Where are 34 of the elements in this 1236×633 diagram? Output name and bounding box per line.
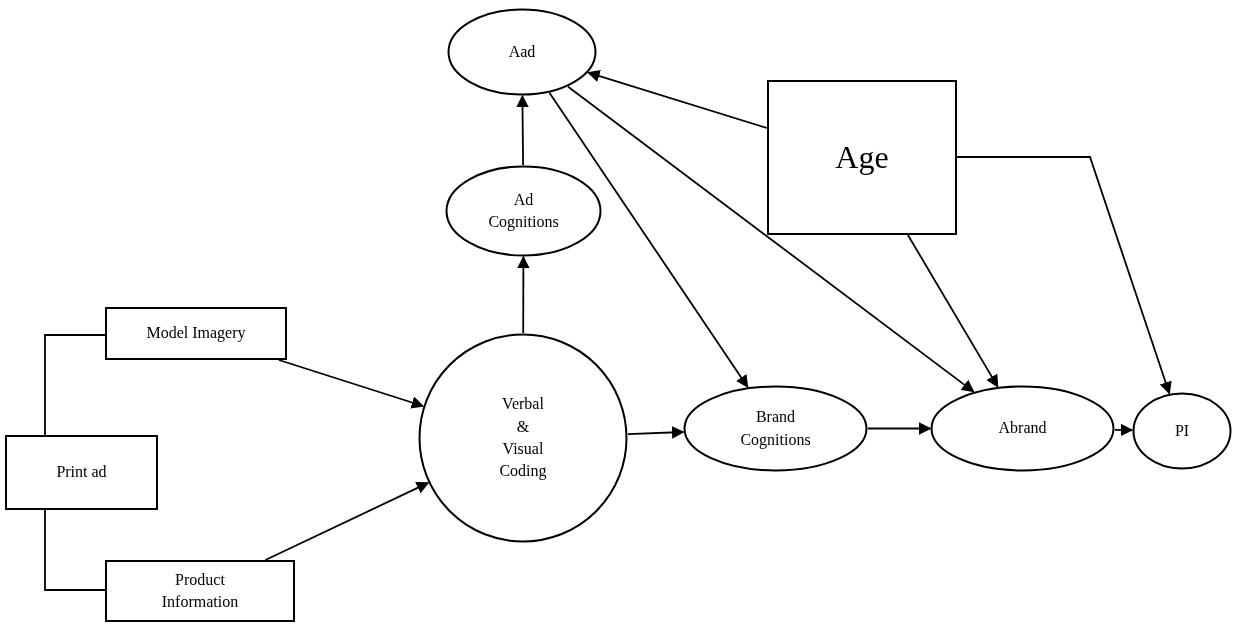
node-label: Ad Cognitions	[488, 189, 559, 233]
arrow	[516, 94, 529, 166]
arrow	[278, 359, 425, 409]
arrow	[548, 92, 749, 389]
variable-box	[105, 307, 287, 360]
node-label: Print ad	[56, 462, 107, 483]
node-label: Aad	[508, 41, 536, 62]
arrow	[907, 234, 999, 388]
arrow	[956, 156, 1172, 395]
arrow	[517, 255, 530, 334]
variable-ellipse	[447, 8, 597, 96]
arrow	[867, 422, 932, 435]
node-label: PI	[1174, 420, 1190, 441]
connector-line	[44, 509, 106, 591]
variable-ellipse	[930, 385, 1115, 472]
node-label: Model Imagery	[146, 323, 246, 344]
variable-ellipse	[418, 333, 628, 543]
arrow	[264, 482, 430, 561]
variable-ellipse	[1132, 392, 1232, 470]
arrow	[1114, 423, 1134, 437]
variable-ellipse	[683, 385, 868, 472]
arrow	[627, 426, 685, 439]
variable-ellipse	[445, 165, 602, 257]
node-label: Abrand	[998, 418, 1047, 439]
node-label: Verbal & Visual Coding	[499, 394, 547, 482]
variable-box	[767, 80, 957, 235]
node-label: Brand Cognitions	[740, 407, 811, 451]
node-label: Product Information	[161, 569, 239, 612]
arrow	[567, 85, 975, 393]
variable-box	[105, 560, 295, 622]
node-label: Age	[835, 138, 889, 178]
variable-box	[5, 435, 158, 510]
connector-line	[44, 334, 106, 436]
arrow	[587, 69, 768, 129]
